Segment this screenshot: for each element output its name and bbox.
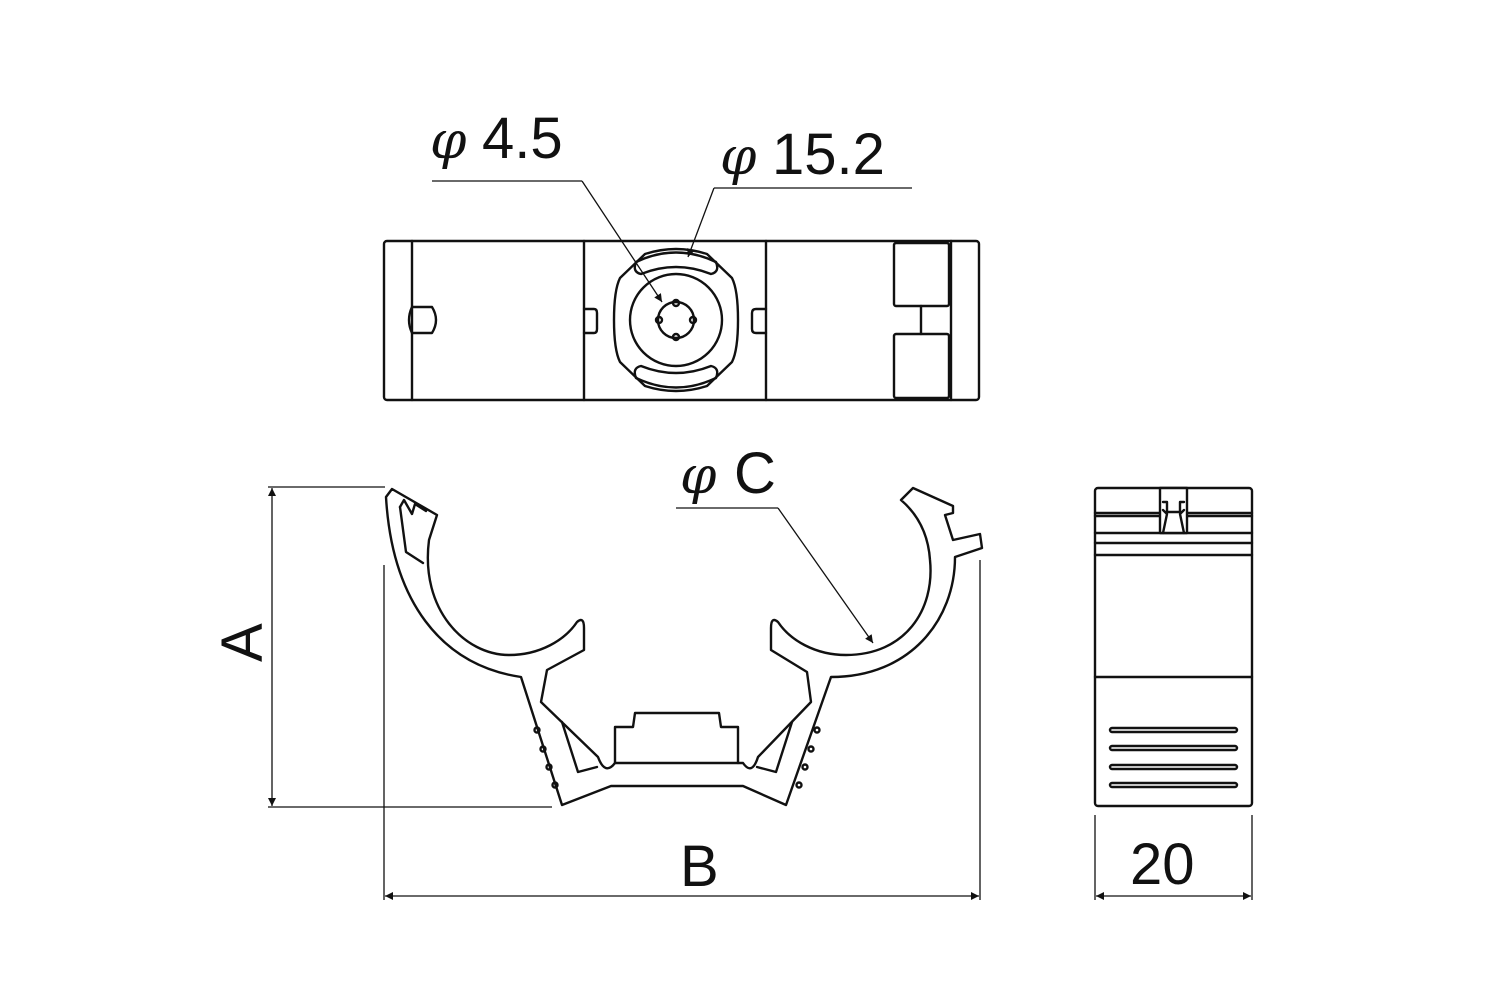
boss-outline <box>612 247 740 393</box>
clamp-diameter-callout: φ C <box>676 441 874 644</box>
side-view <box>1093 486 1254 808</box>
center-base <box>613 711 740 765</box>
boss-diameter-value: 15.2 <box>772 122 885 187</box>
right-box-top <box>892 241 951 308</box>
dimension-a-label: A <box>210 623 275 662</box>
left-hook-notch <box>398 498 428 516</box>
hole-diameter-value: 4.5 <box>482 106 563 171</box>
right-box-bottom <box>892 332 951 400</box>
dimension-a: A <box>210 486 552 808</box>
phi-symbol: φ <box>680 446 717 506</box>
ridge-dots-right <box>795 726 821 789</box>
clamp-diameter-value: C <box>734 441 776 506</box>
top-view <box>382 239 981 402</box>
mounting-hole <box>656 300 696 340</box>
clamp-body <box>384 486 984 807</box>
phi-symbol: φ <box>430 111 467 171</box>
grip-ribs <box>1108 726 1239 789</box>
hole-diameter-callout: φ 4.5 <box>430 106 663 303</box>
side-view-outline <box>1093 486 1254 808</box>
tab-right <box>750 307 768 335</box>
front-view <box>384 486 984 807</box>
leader-arrow <box>581 180 663 303</box>
dimension-20-label: 20 <box>1130 832 1195 897</box>
tab-left <box>582 307 599 335</box>
dimension-20: 20 <box>1094 815 1253 900</box>
phi-symbol: φ <box>720 127 757 187</box>
slot-top <box>633 251 719 276</box>
left-notch <box>407 305 438 335</box>
right-window <box>755 720 794 774</box>
left-window <box>560 720 599 774</box>
leader-arrow <box>777 507 874 644</box>
dimension-b: B <box>383 560 981 900</box>
leader-arrow <box>687 187 715 258</box>
dimension-b-label: B <box>680 834 719 899</box>
top-view-outline <box>382 239 981 402</box>
slot-bottom <box>633 364 719 389</box>
ridge-dots-left <box>533 726 559 789</box>
boss-inner-circle <box>628 272 724 368</box>
boss-diameter-callout: φ 15.2 <box>687 122 912 258</box>
